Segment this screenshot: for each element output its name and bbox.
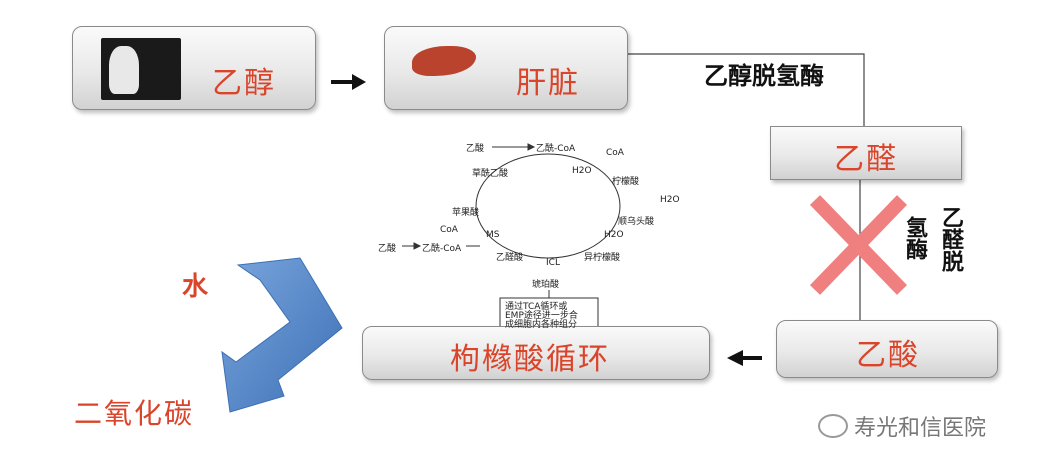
- watermark-text: 寿光和信医院: [854, 416, 987, 441]
- tca-coa-top: CoA: [606, 148, 624, 158]
- tca-h2o-1: H2O: [572, 166, 592, 176]
- tca-cis-aconitate: 顺乌头酸: [618, 217, 655, 227]
- citric-cycle-label: 枸橼酸循环: [450, 342, 610, 377]
- wine-drinker-image: [101, 38, 181, 100]
- tca-h2o-2: H2O: [660, 195, 680, 205]
- liver-image: [410, 40, 480, 86]
- aldh-label-col1: 乙醛脱: [938, 206, 963, 272]
- tca-succinate: 琥珀酸: [532, 280, 560, 290]
- acetic-acid-box: [776, 320, 998, 378]
- liver-label: 肝脏: [516, 66, 580, 101]
- tca-note-line1: 通过TCA循环或: [505, 302, 568, 312]
- blue-output-arrow: [221, 257, 343, 413]
- tca-cycle-diagram: [402, 143, 621, 329]
- citric-cycle-box: [362, 326, 710, 380]
- watermark: 寿光和信医院: [818, 410, 986, 442]
- tca-ms: MS: [486, 230, 500, 240]
- co2-label: 二氧化碳: [74, 397, 195, 430]
- tca-note-line2: EMP途径进一步合: [505, 311, 578, 321]
- acetic-acid-label: 乙酸: [856, 338, 920, 373]
- acetaldehyde-label: 乙醛: [834, 142, 898, 177]
- tca-malate: 苹果酸: [452, 208, 480, 218]
- adh-label: 乙醇脱氢酶: [704, 62, 824, 90]
- aldh-label-col2: 氢酶: [902, 216, 927, 260]
- connector-liver-acetaldehyde: [628, 53, 865, 126]
- tca-acetyl-coa-top: 乙酰-CoA: [536, 144, 576, 154]
- arrow-ethanol-to-liver: [331, 74, 366, 90]
- tca-icl: ICL: [546, 258, 560, 268]
- tca-note-line3: 成细胞内各种组分: [505, 320, 578, 330]
- arrow-acetate-to-cycle: [727, 350, 762, 366]
- tca-acetate-top: 乙酸: [466, 144, 485, 154]
- tca-acetate-left: 乙酸: [378, 244, 397, 254]
- tca-citrate: 柠檬酸: [612, 177, 640, 187]
- tca-acetyl-coa-left: 乙酰-CoA: [422, 244, 462, 254]
- tca-oxaloacetate: 草酰乙酸: [472, 169, 509, 179]
- wechat-icon: [818, 414, 848, 438]
- tca-h2o-3: H2O: [604, 230, 624, 240]
- tca-isocitrate: 异柠檬酸: [584, 253, 621, 263]
- tca-coa-left: CoA: [440, 225, 458, 235]
- tca-glyoxylate: 乙醛酸: [496, 253, 524, 263]
- ethanol-label: 乙醇: [212, 66, 276, 101]
- blocked-cross: [809, 195, 908, 295]
- acetaldehyde-box: [770, 126, 962, 180]
- water-label: 水: [182, 272, 211, 302]
